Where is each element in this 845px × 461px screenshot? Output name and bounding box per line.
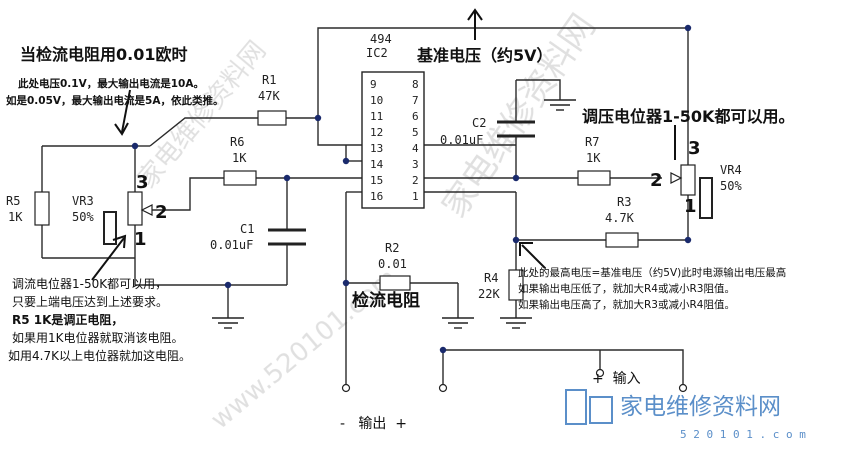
vr3-pin-1: 1 [134, 229, 147, 250]
ic-pin-label: 11 [370, 110, 383, 123]
r6-ref: R6 [230, 135, 244, 149]
note-right-3: 如果输出电压高了，就加大R3或减小R4阻值。 [518, 298, 735, 311]
r7-ref: R7 [585, 135, 599, 149]
vr3-pot [103, 191, 153, 245]
note-left-1: 调流电位器1-50K都可以用， [12, 276, 167, 291]
heading-left: 当检流电阻用0.01欧时 [20, 45, 187, 64]
ref-voltage-label: 基准电压（约5V） [416, 46, 553, 65]
junctions [131, 24, 692, 354]
ic-pin-label: 14 [370, 158, 384, 171]
c2-value: 0.01uF [440, 133, 483, 147]
logo-url: 5 2 0 1 0 1 . c o m [680, 428, 806, 441]
ic-pin-label: 8 [412, 78, 419, 91]
ic-pin-label: 15 [370, 174, 383, 187]
note-left-4: 如果用1K电位器就取消该电阻。 [12, 330, 184, 345]
c1-value: 0.01uF [210, 238, 253, 252]
vr4-pot [670, 164, 713, 219]
input-label: + 输入 [592, 371, 641, 387]
ic-pin-label: 10 [370, 94, 383, 107]
ic-pin-label: 2 [412, 174, 419, 187]
arrow-r4-node [521, 244, 546, 269]
note-left-2: 只要上端电压达到上述要求。 [12, 295, 168, 309]
output-plus-terminal [438, 383, 448, 393]
ic-model: 494 [370, 32, 392, 46]
vr3-pin-3: 3 [136, 172, 149, 193]
r3-value: 4.7K [605, 211, 635, 225]
ic-pin-label: 16 [370, 190, 383, 203]
r2-body [379, 275, 411, 291]
wires [41, 27, 689, 385]
ground-symbols [212, 99, 576, 329]
labels: 当检流电阻用0.01欧时 此处电压0.1V，最大输出电流是10A。 如是0.05… [6, 45, 794, 432]
capacitors [268, 120, 535, 246]
watermark-url: www.520101.com [205, 263, 403, 436]
note-left-5: 如用4.7K以上电位器就加这电阻。 [8, 348, 191, 363]
site-logo: 家电维修资料网 5 2 0 1 0 1 . c o m [565, 389, 806, 441]
terminals [341, 368, 688, 393]
ic-pin-label: 6 [412, 110, 419, 123]
arrow-vr3 [91, 237, 125, 281]
input-plus-terminal [595, 368, 605, 378]
r7-body [577, 170, 611, 186]
r4-body [508, 269, 524, 301]
input-minus-terminal [678, 383, 688, 393]
note-top-1: 此处电压0.1V，最大输出电流是10A。 [18, 77, 204, 90]
arrow-top-note [121, 89, 131, 133]
r2-ref: R2 [385, 241, 399, 255]
output-minus-terminal [341, 383, 351, 393]
r2-value: 0.01 [378, 257, 407, 271]
c1-ref: C1 [240, 222, 254, 236]
vr4-pin-1: 1 [684, 196, 697, 217]
ic-pin-label: 9 [370, 78, 377, 91]
ic-pin-label: 13 [370, 142, 383, 155]
vr4-pin-3: 3 [688, 138, 701, 159]
vr3-value: 50% [72, 210, 94, 224]
ic-pin-label: 1 [412, 190, 419, 203]
ic-pin-label: 7 [412, 94, 419, 107]
r3-ref: R3 [617, 195, 631, 209]
r1-body [257, 110, 287, 126]
logo-text: 家电维修资料网 [620, 394, 781, 420]
shunt-label: 检流电阻 [352, 290, 420, 311]
r4-ref: R4 [484, 271, 498, 285]
note-top-2: 如是0.05V，最大输出电流是5A，依此类推。 [6, 94, 223, 107]
ic-pin-label: 3 [412, 158, 419, 171]
ic-pin-label: 12 [370, 126, 383, 139]
ic-pins-left: 9 10 11 12 13 14 15 16 [370, 78, 384, 203]
resistors [34, 110, 639, 301]
r6-body [223, 170, 257, 186]
vr3-ref: VR3 [72, 194, 94, 208]
note-right-2: 如果输出电压低了，就加大R4或减小R3阻值。 [518, 282, 735, 295]
r1-value: 47K [258, 89, 280, 103]
pot-right-note: 调压电位器1-50K都可以用。 [582, 107, 794, 126]
note-right-1: 此处的最高电压=基准电压（约5V)此时电源输出电压最高 [518, 266, 786, 279]
r4-value: 22K [478, 287, 500, 301]
annotation-arrows [91, 8, 676, 281]
ic-pin-label: 5 [412, 126, 419, 139]
note-left-3: R5 1K是调正电阻， [12, 312, 123, 327]
output-label: - 输出 + [340, 416, 407, 432]
vr4-ref: VR4 [720, 163, 742, 177]
r7-value: 1K [586, 151, 601, 165]
r6-value: 1K [232, 151, 247, 165]
c2-ref: C2 [472, 116, 486, 130]
vr4-value: 50% [720, 179, 742, 193]
ic-ref: IC2 [366, 46, 388, 60]
r3-body [605, 232, 639, 248]
vr4-pin-2: 2 [650, 170, 663, 191]
ic-494: 494 IC2 9 10 11 12 13 14 15 16 8 7 6 5 4 3 2 1 [361, 32, 425, 209]
r5-value: 1K [8, 210, 23, 224]
r5-ref: R5 [6, 194, 20, 208]
ic-pin-label: 4 [412, 142, 419, 155]
ic-pins-right: 8 7 6 5 4 3 2 1 [412, 78, 419, 203]
r1-ref: R1 [262, 73, 276, 87]
r5-body [34, 191, 50, 226]
vr3-pin-2: 2 [155, 202, 168, 223]
